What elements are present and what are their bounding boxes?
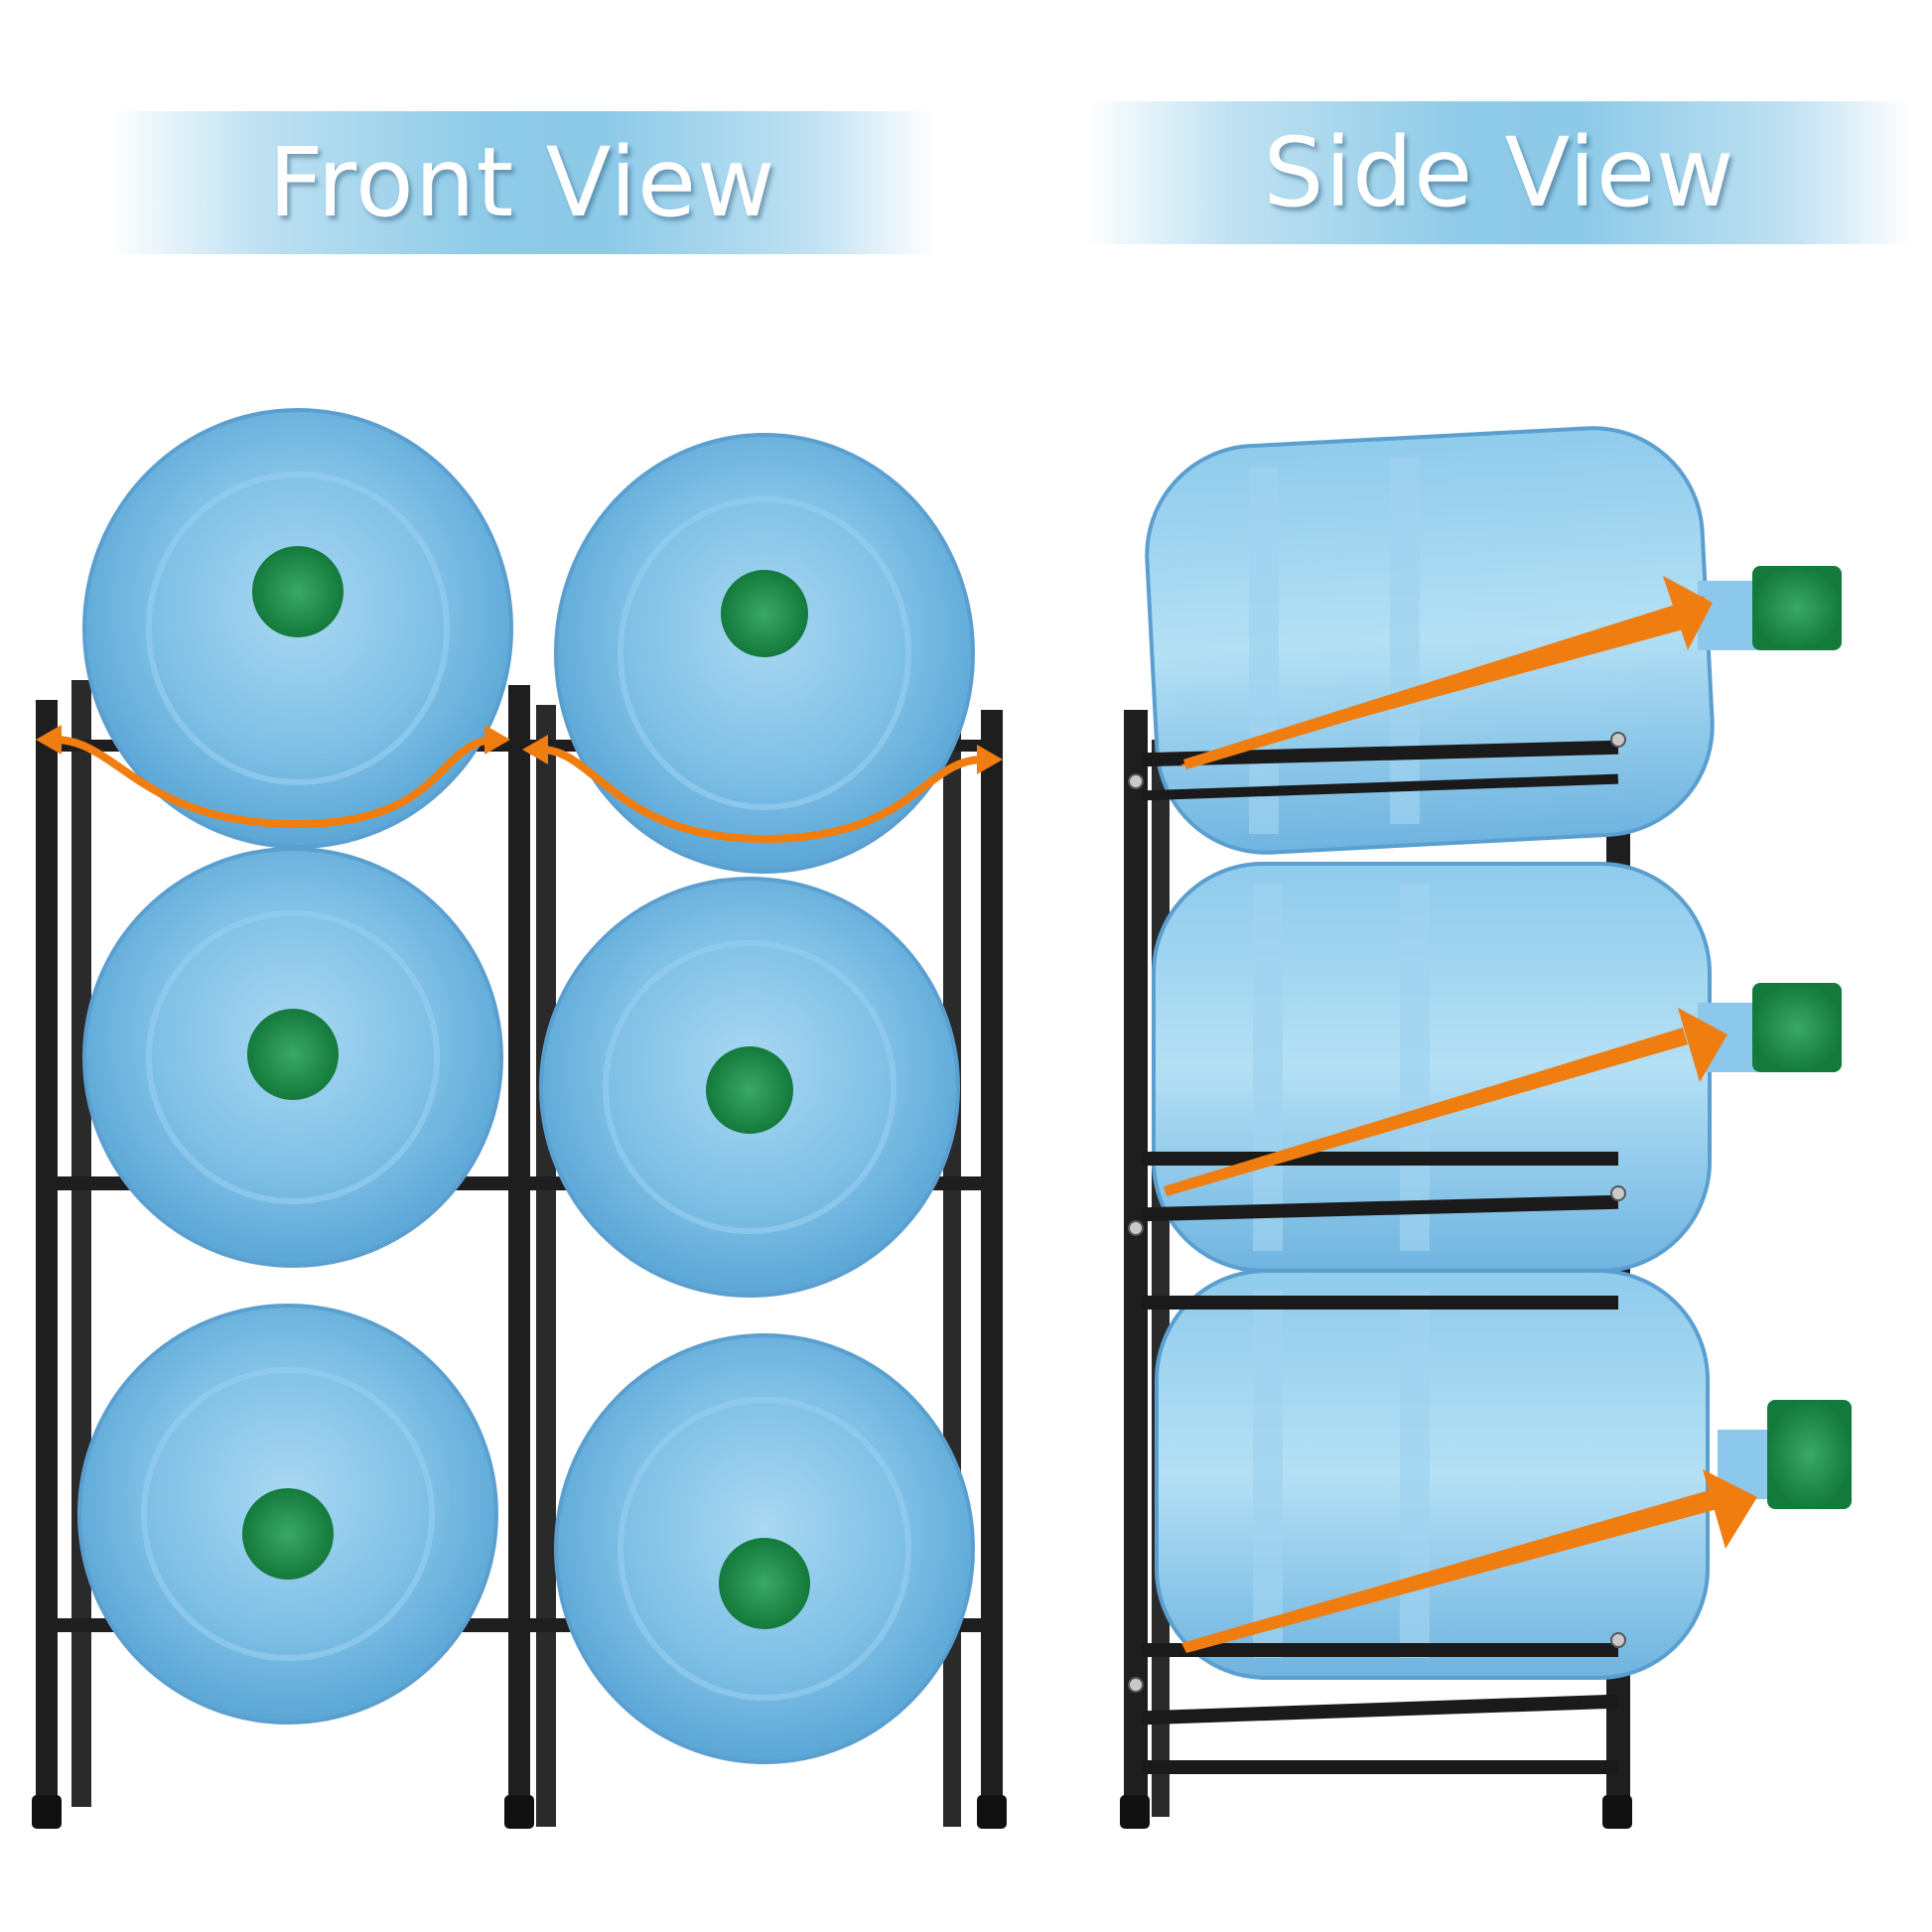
bottle-cap: [1767, 1400, 1852, 1509]
rack-foot: [1602, 1795, 1632, 1829]
bottle-cap: [242, 1488, 334, 1580]
rack-foot: [977, 1795, 1007, 1829]
bottle-cap: [706, 1046, 793, 1134]
side-view-banner: Side View: [1086, 101, 1912, 244]
front-bottle: [82, 408, 513, 849]
arrowhead-icon: [36, 725, 1003, 774]
front-bottle: [82, 847, 503, 1268]
rack-foot: [32, 1795, 62, 1829]
rack-foot: [504, 1795, 534, 1829]
rack-foot: [1120, 1795, 1150, 1829]
rack-post: [36, 700, 58, 1827]
front-bottle: [554, 1333, 975, 1764]
bottle-cap: [1752, 566, 1842, 650]
bottle-cap: [721, 570, 808, 657]
rack-post: [71, 680, 91, 1807]
rack-post: [1124, 710, 1148, 1827]
rack-post: [508, 685, 530, 1827]
direction-arrow-icon: [1164, 576, 1757, 1653]
side-bottle: [1152, 862, 1842, 1273]
front-bottle: [554, 433, 975, 874]
rack-post: [943, 725, 961, 1827]
side-view-label: Side View: [1263, 117, 1735, 228]
bottle-cap: [252, 546, 344, 637]
front-bottle: [539, 877, 960, 1298]
front-view-banner: Front View: [109, 111, 935, 254]
front-bottle: [77, 1304, 498, 1725]
width-arrow-icon: [54, 736, 984, 844]
bottle-cap: [1752, 983, 1842, 1072]
rack-post: [536, 705, 556, 1827]
bottle-cap: [719, 1538, 810, 1629]
rack-post: [981, 710, 1003, 1827]
front-view-label: Front View: [268, 127, 776, 238]
side-bottle: [1155, 1269, 1852, 1680]
bottle-cap: [247, 1009, 339, 1100]
bolt-icon: [1128, 732, 1626, 1693]
